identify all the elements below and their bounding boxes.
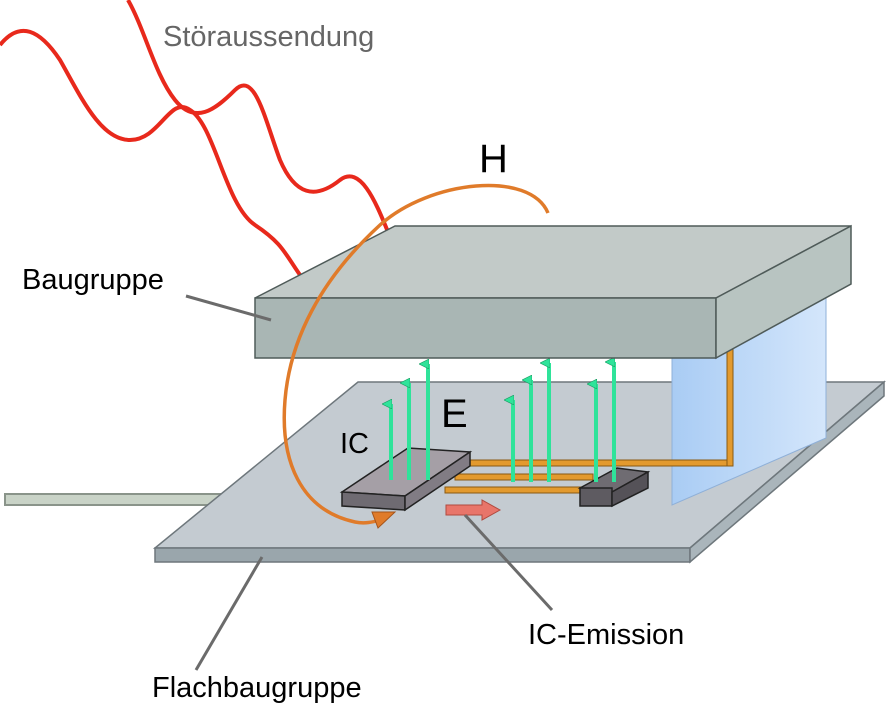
ic-chip — [339, 447, 473, 512]
leader-flachbaugruppe — [194, 556, 264, 671]
pcb-front — [154, 547, 691, 563]
label-ic: IC — [340, 428, 369, 460]
e-field-arrows — [391, 362, 616, 482]
label-flachbaugruppe: Flachbaugruppe — [152, 672, 362, 704]
label-e-field: E — [441, 392, 468, 436]
leader-baugruppe — [185, 294, 272, 322]
module-baugruppe — [254, 224, 852, 360]
h-field-arrowhead — [371, 511, 397, 529]
label-stoeraussendung: Störaussendung — [163, 21, 374, 53]
label-h-field: H — [479, 137, 508, 181]
label-baugruppe: Baugruppe — [22, 264, 164, 296]
emission-wave-1 — [0, 28, 307, 284]
ic-emission-arrow — [445, 499, 502, 521]
leader-ic-emission — [463, 513, 554, 612]
h-field-loop — [282, 183, 550, 525]
emission-wave-2 — [126, 0, 390, 233]
label-ic-emission: IC-Emission — [528, 619, 684, 651]
cable-wire — [4, 493, 231, 506]
